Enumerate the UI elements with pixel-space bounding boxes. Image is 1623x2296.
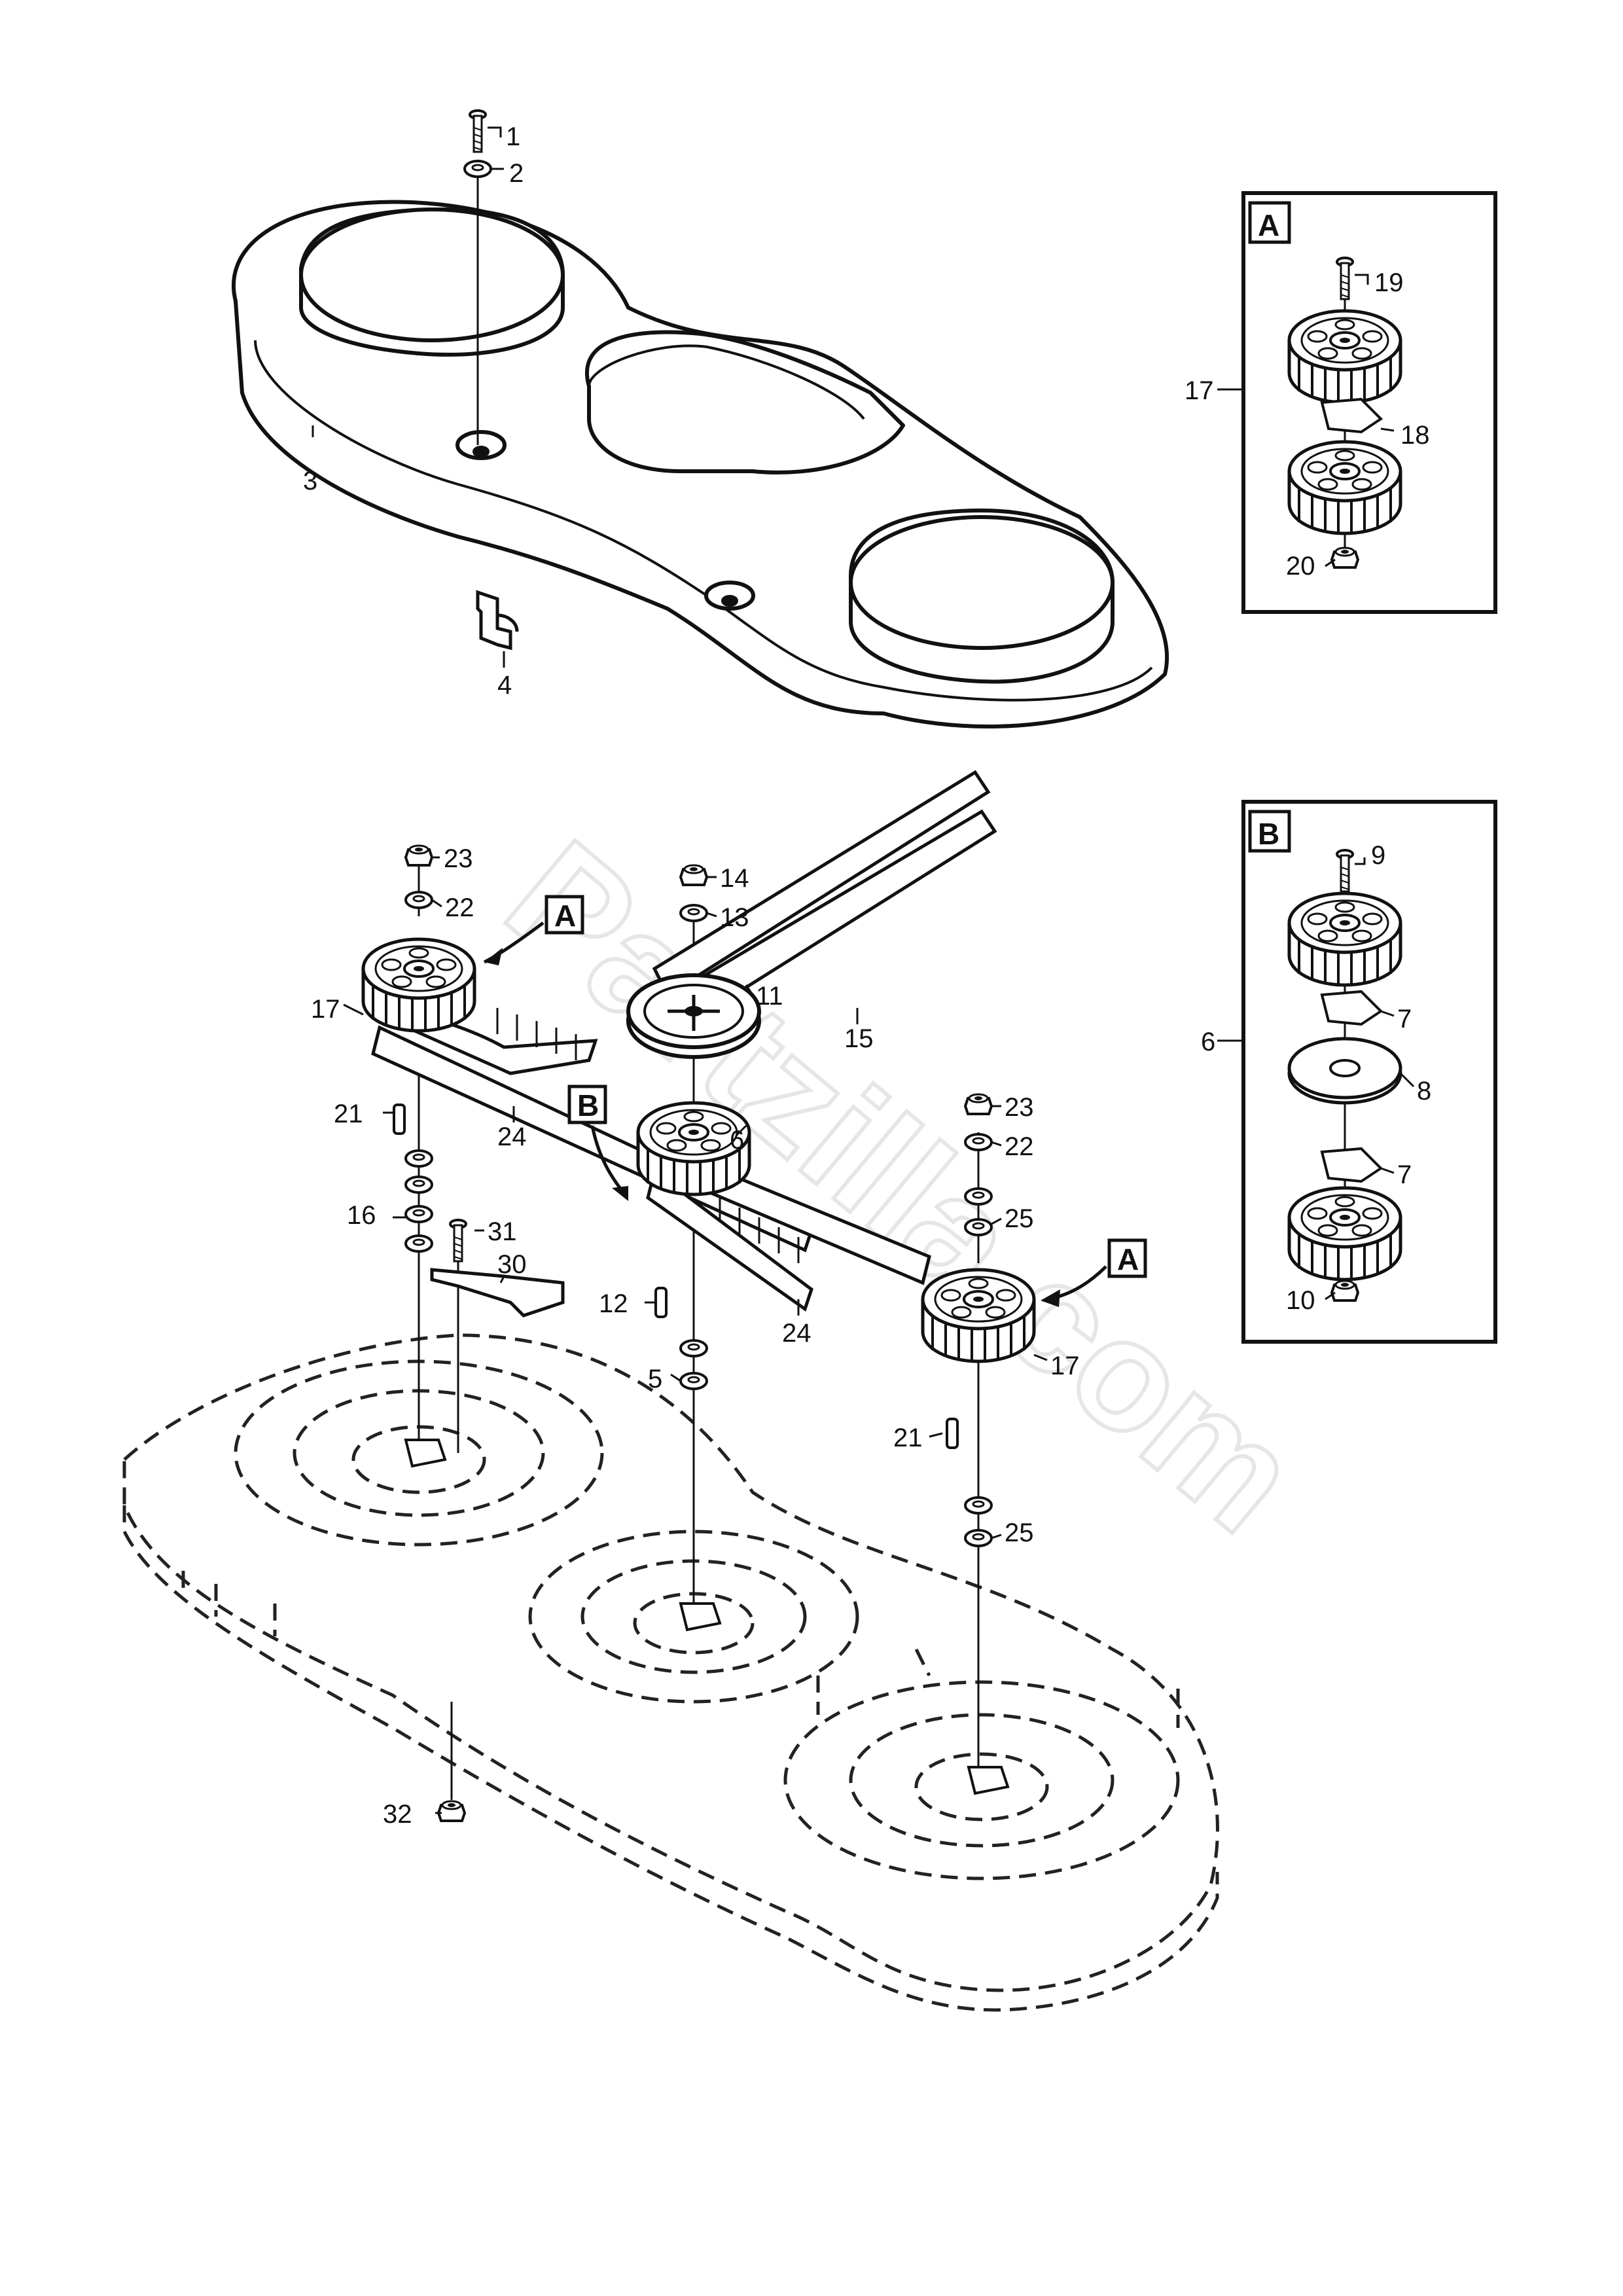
callout-17-right: 17 xyxy=(1050,1352,1080,1380)
callout-12: 12 xyxy=(599,1289,628,1318)
washer-22-right xyxy=(964,1133,993,1151)
washer-25c xyxy=(964,1496,993,1515)
callout-6: 6 xyxy=(730,1126,744,1155)
callout-9: 9 xyxy=(1371,841,1385,870)
spacer-12 xyxy=(654,1287,668,1318)
washer-part xyxy=(463,160,492,178)
callout-17-left: 17 xyxy=(311,995,340,1024)
pulley-17-left xyxy=(363,939,474,1031)
belt-cover xyxy=(231,200,1169,728)
callout-2: 4 xyxy=(497,671,512,700)
washer-16d xyxy=(404,1234,433,1253)
nut-32 xyxy=(437,1800,466,1822)
mower-deck-outline xyxy=(122,1333,1219,2012)
callout-31: 31 xyxy=(488,1217,517,1246)
callout-7a: 7 xyxy=(1397,1005,1412,1033)
washer-25b xyxy=(964,1218,993,1236)
clip-part xyxy=(476,590,519,651)
spindle-mounts xyxy=(404,1439,1010,1795)
callout-4: 2 xyxy=(509,159,524,188)
callout-22-left: 22 xyxy=(445,893,474,922)
callout-16: 16 xyxy=(347,1201,376,1230)
timing-belts xyxy=(365,770,997,1312)
callout-5: 5 xyxy=(648,1365,662,1393)
callout-6-box: 6 xyxy=(1201,1028,1215,1056)
callout-21-left: 21 xyxy=(334,1100,363,1128)
callout-32: 32 xyxy=(383,1800,412,1829)
callout-30: 30 xyxy=(497,1250,527,1279)
nut-23-left xyxy=(404,844,433,867)
bracket-30 xyxy=(430,1268,565,1318)
nut-14 xyxy=(679,864,708,886)
callout-25b: 25 xyxy=(1005,1518,1034,1547)
washer-25a xyxy=(964,1187,993,1206)
callout-11: 11 xyxy=(756,982,783,1011)
washer-22-left xyxy=(404,891,433,909)
box-ref-a-left-label: A xyxy=(554,899,576,933)
box-ref-b-label: B xyxy=(577,1088,599,1122)
callout-18: 18 xyxy=(1400,421,1430,450)
callout-7b: 7 xyxy=(1397,1160,1412,1189)
callout-10: 10 xyxy=(1286,1286,1315,1315)
box-ref-b: B xyxy=(567,1085,628,1201)
callout-20: 20 xyxy=(1286,552,1315,581)
callout-22-right: 22 xyxy=(1005,1132,1034,1161)
spacer-21-left xyxy=(393,1103,406,1135)
nut-23-right xyxy=(964,1093,993,1115)
callout-numbers: 1 2 3 4 17 18 19 20 9 7 8 7 10 6 23 22 1… xyxy=(303,122,1431,1829)
box-ref-a-left: A xyxy=(483,895,584,965)
callout-23-left: 23 xyxy=(444,844,473,873)
leader-lines xyxy=(312,126,1415,1814)
bolt-31 xyxy=(449,1219,467,1263)
callout-14: 14 xyxy=(720,864,749,893)
detail-box-b-label: B xyxy=(1258,817,1279,851)
callout-1: 3 xyxy=(303,467,317,495)
callout-17-box: 17 xyxy=(1185,376,1214,405)
callout-24-center: 24 xyxy=(782,1319,812,1348)
detail-box-a-label: A xyxy=(1258,208,1279,242)
washer-5b xyxy=(679,1372,708,1390)
washer-16b xyxy=(404,1175,433,1194)
washer-16a xyxy=(404,1149,433,1168)
drive-pulley xyxy=(626,973,761,1059)
detail-box-a: A xyxy=(1217,191,1497,614)
callout-19: 19 xyxy=(1374,268,1404,297)
washer-25d xyxy=(964,1529,993,1547)
callout-13: 13 xyxy=(720,903,749,932)
washer-5a xyxy=(679,1339,708,1357)
callout-8: 8 xyxy=(1417,1077,1431,1105)
washer-13 xyxy=(679,904,708,922)
box-ref-a-right-label: A xyxy=(1117,1242,1139,1276)
callout-25a: 25 xyxy=(1005,1204,1034,1233)
callout-23-right: 23 xyxy=(1005,1093,1034,1122)
detail-box-b: B xyxy=(1217,800,1497,1344)
washer-16c xyxy=(404,1205,433,1223)
callout-21-right: 21 xyxy=(893,1424,923,1452)
box-ref-a-right: A xyxy=(1041,1238,1147,1307)
callout-3: 1 xyxy=(506,122,520,151)
bolt-part xyxy=(469,109,487,153)
callout-15: 15 xyxy=(844,1024,874,1053)
callout-24-left: 24 xyxy=(497,1122,527,1151)
pulley-17-right xyxy=(923,1270,1034,1361)
spacer-21-right xyxy=(946,1418,959,1449)
